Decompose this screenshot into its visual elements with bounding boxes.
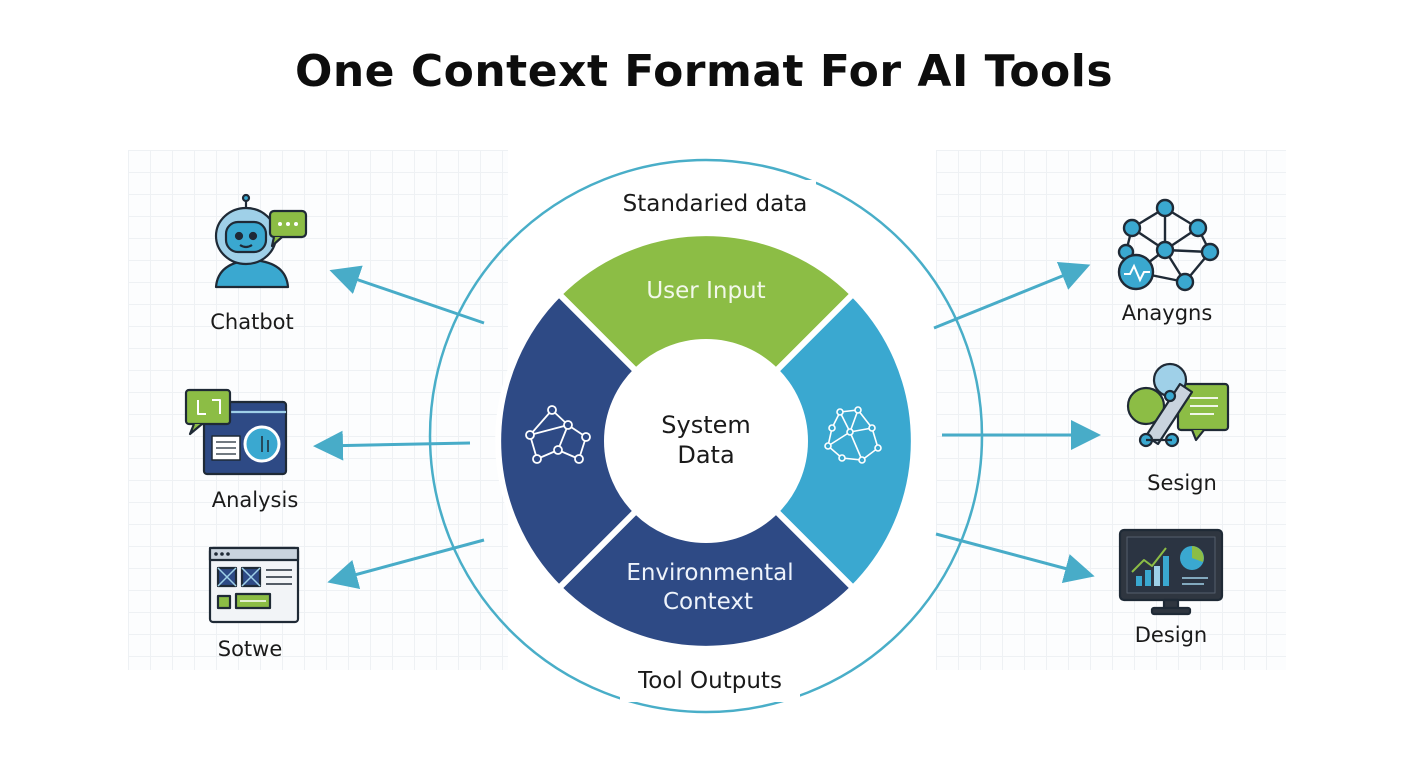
ring-label-top: Standaried data [623,191,808,217]
segment-label-context: Context [663,589,753,615]
network-icon [525,405,591,464]
ring-label-top-bg [606,180,816,222]
tool-label-sotwe: Sotwe [218,637,283,661]
segment-user-input [556,230,856,374]
tool-label-chatbot: Chatbot [210,310,294,334]
ring-label-bottom-bg [620,660,800,702]
center-circle [610,345,802,537]
software-window-icon [208,546,300,624]
arrow-to-chatbot [329,265,485,325]
segment-label-user-input: User Input [646,278,765,304]
network-analytics-icon [1117,198,1220,292]
ring-label-bottom: Tool Outputs [637,668,782,694]
arrow-to-design [935,532,1095,584]
arrow-to-sotwe [327,538,485,590]
segment-label-environmental: Environmental [626,560,793,586]
segment-left [495,291,639,591]
left-grid-panel [128,150,508,670]
chatbot-icon [214,193,308,289]
center-label-line2: Data [677,441,734,469]
arrow-to-analysis [313,430,471,461]
segment-right [773,291,917,591]
mesh-network-icon [824,406,882,464]
analysis-dashboard-icon [184,388,288,476]
tool-label-analysis: Analysis [212,488,299,512]
monitor-chart-icon [1118,528,1224,616]
tool-label-anaygns: Anaygns [1122,301,1213,325]
tool-label-design: Design [1135,623,1208,647]
arrow-to-anaygns [933,261,1091,330]
segment-environmental-context [556,508,856,652]
center-label-line1: System [661,411,751,439]
page-title: One Context Format For AI Tools [294,46,1114,97]
design-document-icon [1126,362,1230,448]
tool-label-sesign: Sesign [1147,471,1217,495]
